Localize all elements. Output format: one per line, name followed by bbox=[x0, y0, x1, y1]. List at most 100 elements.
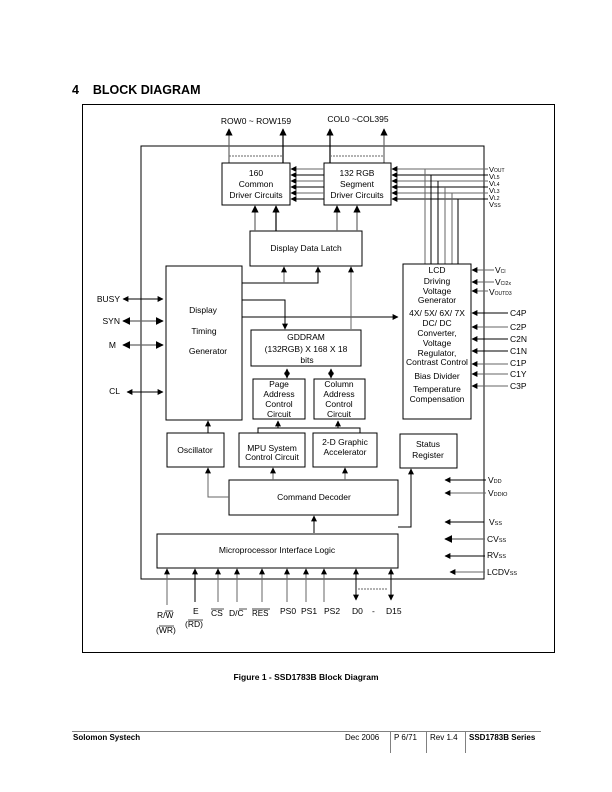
footer-sep-3 bbox=[465, 731, 466, 753]
pin-rw: R/W bbox=[157, 610, 174, 620]
svg-text:VDDIO: VDDIO bbox=[488, 488, 508, 498]
svg-text:Converter,: Converter, bbox=[417, 328, 456, 338]
svg-text:Accelerator: Accelerator bbox=[324, 447, 367, 457]
pin-d0: D0 bbox=[352, 606, 363, 616]
figure-frame bbox=[82, 104, 555, 653]
footer-page: P 6/71 bbox=[394, 733, 417, 742]
gddram-block: GDDRAM (132RGB) X 168 X 18 bits bbox=[250, 329, 362, 367]
svg-text:MPU System: MPU System bbox=[247, 443, 297, 453]
gddram-address-links bbox=[284, 368, 334, 379]
svg-text:Register: Register bbox=[412, 450, 444, 460]
svg-text:CL: CL bbox=[109, 386, 120, 396]
footer-date: Dec 2006 bbox=[345, 733, 380, 742]
svg-text:GDDRAM: GDDRAM bbox=[287, 332, 325, 342]
svg-text:Voltage: Voltage bbox=[423, 286, 452, 296]
svg-text:Contrast Control: Contrast Control bbox=[406, 357, 468, 367]
svg-text:LCD: LCD bbox=[428, 265, 445, 275]
pin-dc: D/C bbox=[229, 608, 244, 618]
svg-text:Control: Control bbox=[265, 399, 293, 409]
svg-text:RVSS: RVSS bbox=[487, 550, 506, 560]
svg-text:Circuit: Circuit bbox=[327, 409, 352, 419]
svg-text:Driver Circuits: Driver Circuits bbox=[229, 190, 282, 200]
rows-label: ROW0 ~ ROW159 bbox=[221, 116, 291, 126]
svg-text:Generator: Generator bbox=[418, 295, 456, 305]
svg-text:Regulator,: Regulator, bbox=[418, 348, 457, 358]
driver-interconnect bbox=[290, 166, 324, 202]
svg-text:VCI2x: VCI2x bbox=[495, 277, 511, 287]
svg-text:C3P: C3P bbox=[510, 381, 527, 391]
pin-e: E bbox=[193, 606, 199, 616]
svg-text:VL2: VL2 bbox=[489, 193, 500, 202]
svg-text:Column: Column bbox=[324, 379, 354, 389]
column-address-block: Column Address Control Circuit bbox=[313, 378, 366, 420]
pin-rd: (RD) bbox=[185, 619, 203, 629]
svg-text:Generator: Generator bbox=[189, 346, 227, 356]
voltage-rail-lines bbox=[391, 166, 488, 264]
svg-text:VOUT: VOUT bbox=[489, 165, 505, 174]
svg-text:2-D Graphic: 2-D Graphic bbox=[322, 437, 369, 447]
svg-text:4X/ 5X/ 6X/ 7X: 4X/ 5X/ 6X/ 7X bbox=[409, 308, 465, 318]
svg-text:VSS: VSS bbox=[489, 517, 502, 527]
segment-driver-block: 132 RGB Segment Driver Circuits bbox=[323, 162, 392, 206]
svg-text:BUSY: BUSY bbox=[97, 294, 120, 304]
mpu-to-address bbox=[257, 420, 361, 433]
svg-text:Oscillator: Oscillator bbox=[177, 445, 213, 455]
latch-to-drivers bbox=[251, 205, 361, 231]
svg-text:C1Y: C1Y bbox=[510, 369, 527, 379]
cols-label: COL0 ~COL395 bbox=[327, 114, 388, 124]
svg-text:Address: Address bbox=[323, 389, 354, 399]
display-data-latch-block: Display Data Latch bbox=[249, 230, 363, 267]
svg-text:Microprocessor Interface Logic: Microprocessor Interface Logic bbox=[219, 545, 336, 555]
pin-ps2: PS2 bbox=[324, 606, 340, 616]
bottom-pin-labels: R/W (WR) E (RD) CS D/C RES PS0 PS1 PS2 D… bbox=[156, 606, 402, 635]
power-pin-labels: VDD VDDIO VSS CVSS RVSS LCDVSS bbox=[487, 475, 517, 577]
page-address-block: Page Address Control Circuit bbox=[252, 378, 306, 420]
footer-rev: Rev 1.4 bbox=[430, 733, 458, 742]
svg-text:Driver Circuits: Driver Circuits bbox=[330, 190, 383, 200]
row-output-lines bbox=[225, 128, 388, 163]
svg-text:Circuit: Circuit bbox=[267, 409, 292, 419]
footer-sep-2 bbox=[426, 731, 427, 753]
graphic-accelerator-block: 2-D Graphic Accelerator bbox=[312, 432, 378, 468]
svg-text:Driving: Driving bbox=[424, 276, 451, 286]
decoder-links bbox=[205, 467, 414, 533]
svg-text:C4P: C4P bbox=[510, 308, 527, 318]
svg-text:Page: Page bbox=[269, 379, 289, 389]
svg-text:bits: bits bbox=[300, 355, 313, 365]
common-driver-block: 160 Common Driver Circuits bbox=[221, 162, 291, 206]
lcd-voltage-generator-block: LCD Driving Voltage Generator 4X/ 5X/ 6X… bbox=[402, 263, 472, 420]
svg-text:VCI: VCI bbox=[495, 265, 506, 275]
footer-series: SSD1783B Series bbox=[469, 733, 536, 742]
svg-text:Bias Divider: Bias Divider bbox=[414, 371, 460, 381]
svg-text:VOUTD3: VOUTD3 bbox=[489, 287, 512, 297]
svg-text:Common: Common bbox=[239, 179, 274, 189]
svg-text:Address: Address bbox=[263, 389, 294, 399]
pin-cs: CS bbox=[211, 608, 223, 618]
voltage-rail-labels: VOUT VL5 VL4 VL3 VL2 VSS bbox=[489, 165, 505, 209]
svg-text:VL4: VL4 bbox=[489, 179, 500, 188]
svg-text:Compensation: Compensation bbox=[410, 394, 465, 404]
power-pin-lines bbox=[444, 477, 486, 575]
display-timing-block: Display Timing Generator bbox=[165, 265, 243, 421]
pin-res: RES bbox=[252, 609, 268, 618]
footer-company: Solomon Systech bbox=[73, 733, 141, 742]
svg-text:Timing: Timing bbox=[191, 326, 216, 336]
left-pins: BUSY SYN M CL bbox=[97, 294, 164, 396]
svg-text:Command Decoder: Command Decoder bbox=[277, 492, 351, 502]
timing-to-latch bbox=[242, 266, 399, 330]
svg-text:VL3: VL3 bbox=[489, 186, 500, 195]
svg-text:Control Circuit: Control Circuit bbox=[245, 452, 299, 462]
footer-sep-1 bbox=[390, 731, 391, 753]
svg-text:Voltage: Voltage bbox=[423, 338, 452, 348]
pin-cl: CL bbox=[109, 386, 164, 396]
figure-caption: Figure 1 - SSD1783B Block Diagram bbox=[233, 672, 379, 682]
svg-text:CVSS: CVSS bbox=[487, 534, 506, 544]
section-number: 4 bbox=[72, 83, 79, 97]
svg-text:C2N: C2N bbox=[510, 334, 527, 344]
svg-text:Segment: Segment bbox=[340, 179, 375, 189]
section-heading: 4 BLOCK DIAGRAM bbox=[72, 83, 201, 97]
pin-ps1: PS1 bbox=[301, 606, 317, 616]
mpu-interface-block: Microprocessor Interface Logic bbox=[156, 533, 399, 569]
bottom-pin-lines bbox=[164, 568, 394, 605]
